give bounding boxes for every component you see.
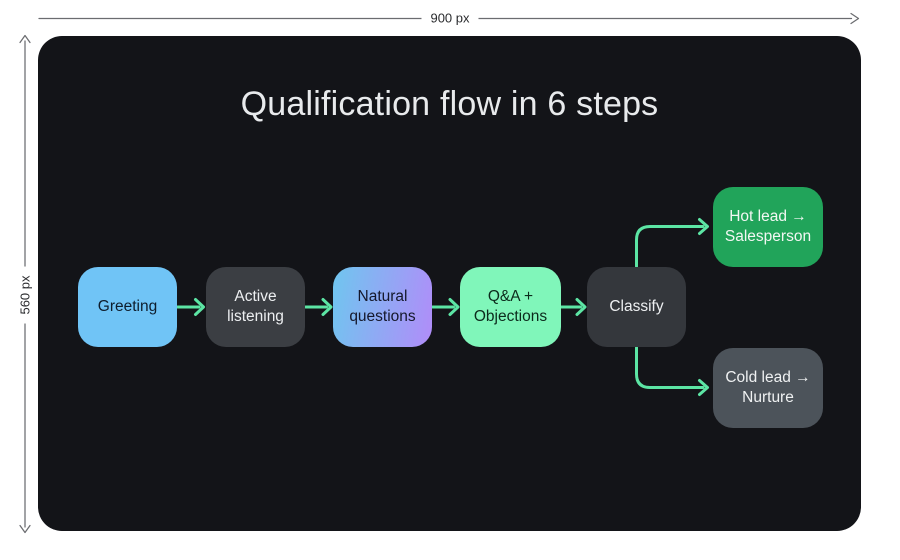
right-arrowhead-icon — [850, 12, 860, 25]
flow-node-label: Hot lead → Salesperson — [724, 207, 812, 245]
flow-node-label: Active listening — [227, 287, 284, 325]
flow-node-cold-lead: Cold lead → Nurture — [713, 348, 823, 428]
flow-node-active-listening: Active listening — [206, 267, 305, 347]
flow-node-hot-lead: Hot lead → Salesperson — [713, 187, 823, 267]
flow-node-qa-objections: Q&A + Objections — [460, 267, 561, 347]
down-arrowhead-icon — [19, 524, 31, 534]
flow-node-label: Q&A + Objections — [473, 287, 548, 325]
flow-node-label: Classify — [609, 297, 664, 315]
flow-node-label: Cold lead → Nurture — [725, 368, 811, 406]
up-arrowhead-icon — [19, 34, 31, 44]
width-dimension-label: 900 px — [421, 9, 479, 27]
flow-node-classify: Classify — [587, 267, 686, 347]
flow-node-natural-questions: Natural questions — [333, 267, 432, 347]
flow-node-greeting: Greeting — [78, 267, 177, 347]
height-dimension-label: 560 px — [16, 266, 34, 324]
diagram-title: Qualification flow in 6 steps — [240, 85, 659, 123]
flow-node-label: Greeting — [97, 297, 158, 315]
flow-node-label: Natural questions — [349, 287, 416, 325]
